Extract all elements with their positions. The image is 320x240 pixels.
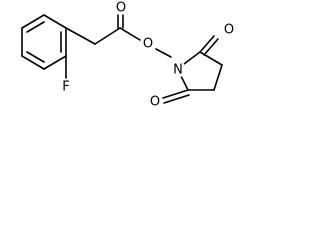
carbonyl-oxygen-label: O (114, 0, 128, 16)
imide-oxygen-top-label: O (222, 22, 236, 38)
ring-inner-bond (26, 51, 45, 63)
bond-lines (21, 11, 223, 104)
n-c-bond (179, 73, 189, 91)
benzyl-bond (65, 27, 96, 45)
ring-bond (21, 14, 45, 29)
nitrogen-label: N (172, 62, 184, 78)
c-o-bond (119, 27, 141, 41)
imide-double-bond (163, 94, 190, 104)
ring-inner-bond (26, 21, 45, 33)
ring-c-c-bond (213, 64, 223, 91)
imide-double-bond (162, 89, 189, 99)
imide-oxygen-bottom-label: O (148, 94, 162, 110)
ring-bond (21, 55, 45, 70)
imide-double-bond (203, 38, 219, 56)
ring-c-c-bond (199, 51, 223, 66)
fluorine-label: F (61, 79, 71, 95)
ester-oxygen-label: O (141, 36, 155, 52)
ring-bond (43, 14, 67, 29)
ring-bond (43, 55, 67, 70)
o-n-bond (155, 48, 172, 58)
structure-diagram: O O N O O F (21, 0, 236, 110)
imide-double-bond (199, 35, 215, 53)
ch2-carbonyl-bond (94, 27, 121, 45)
